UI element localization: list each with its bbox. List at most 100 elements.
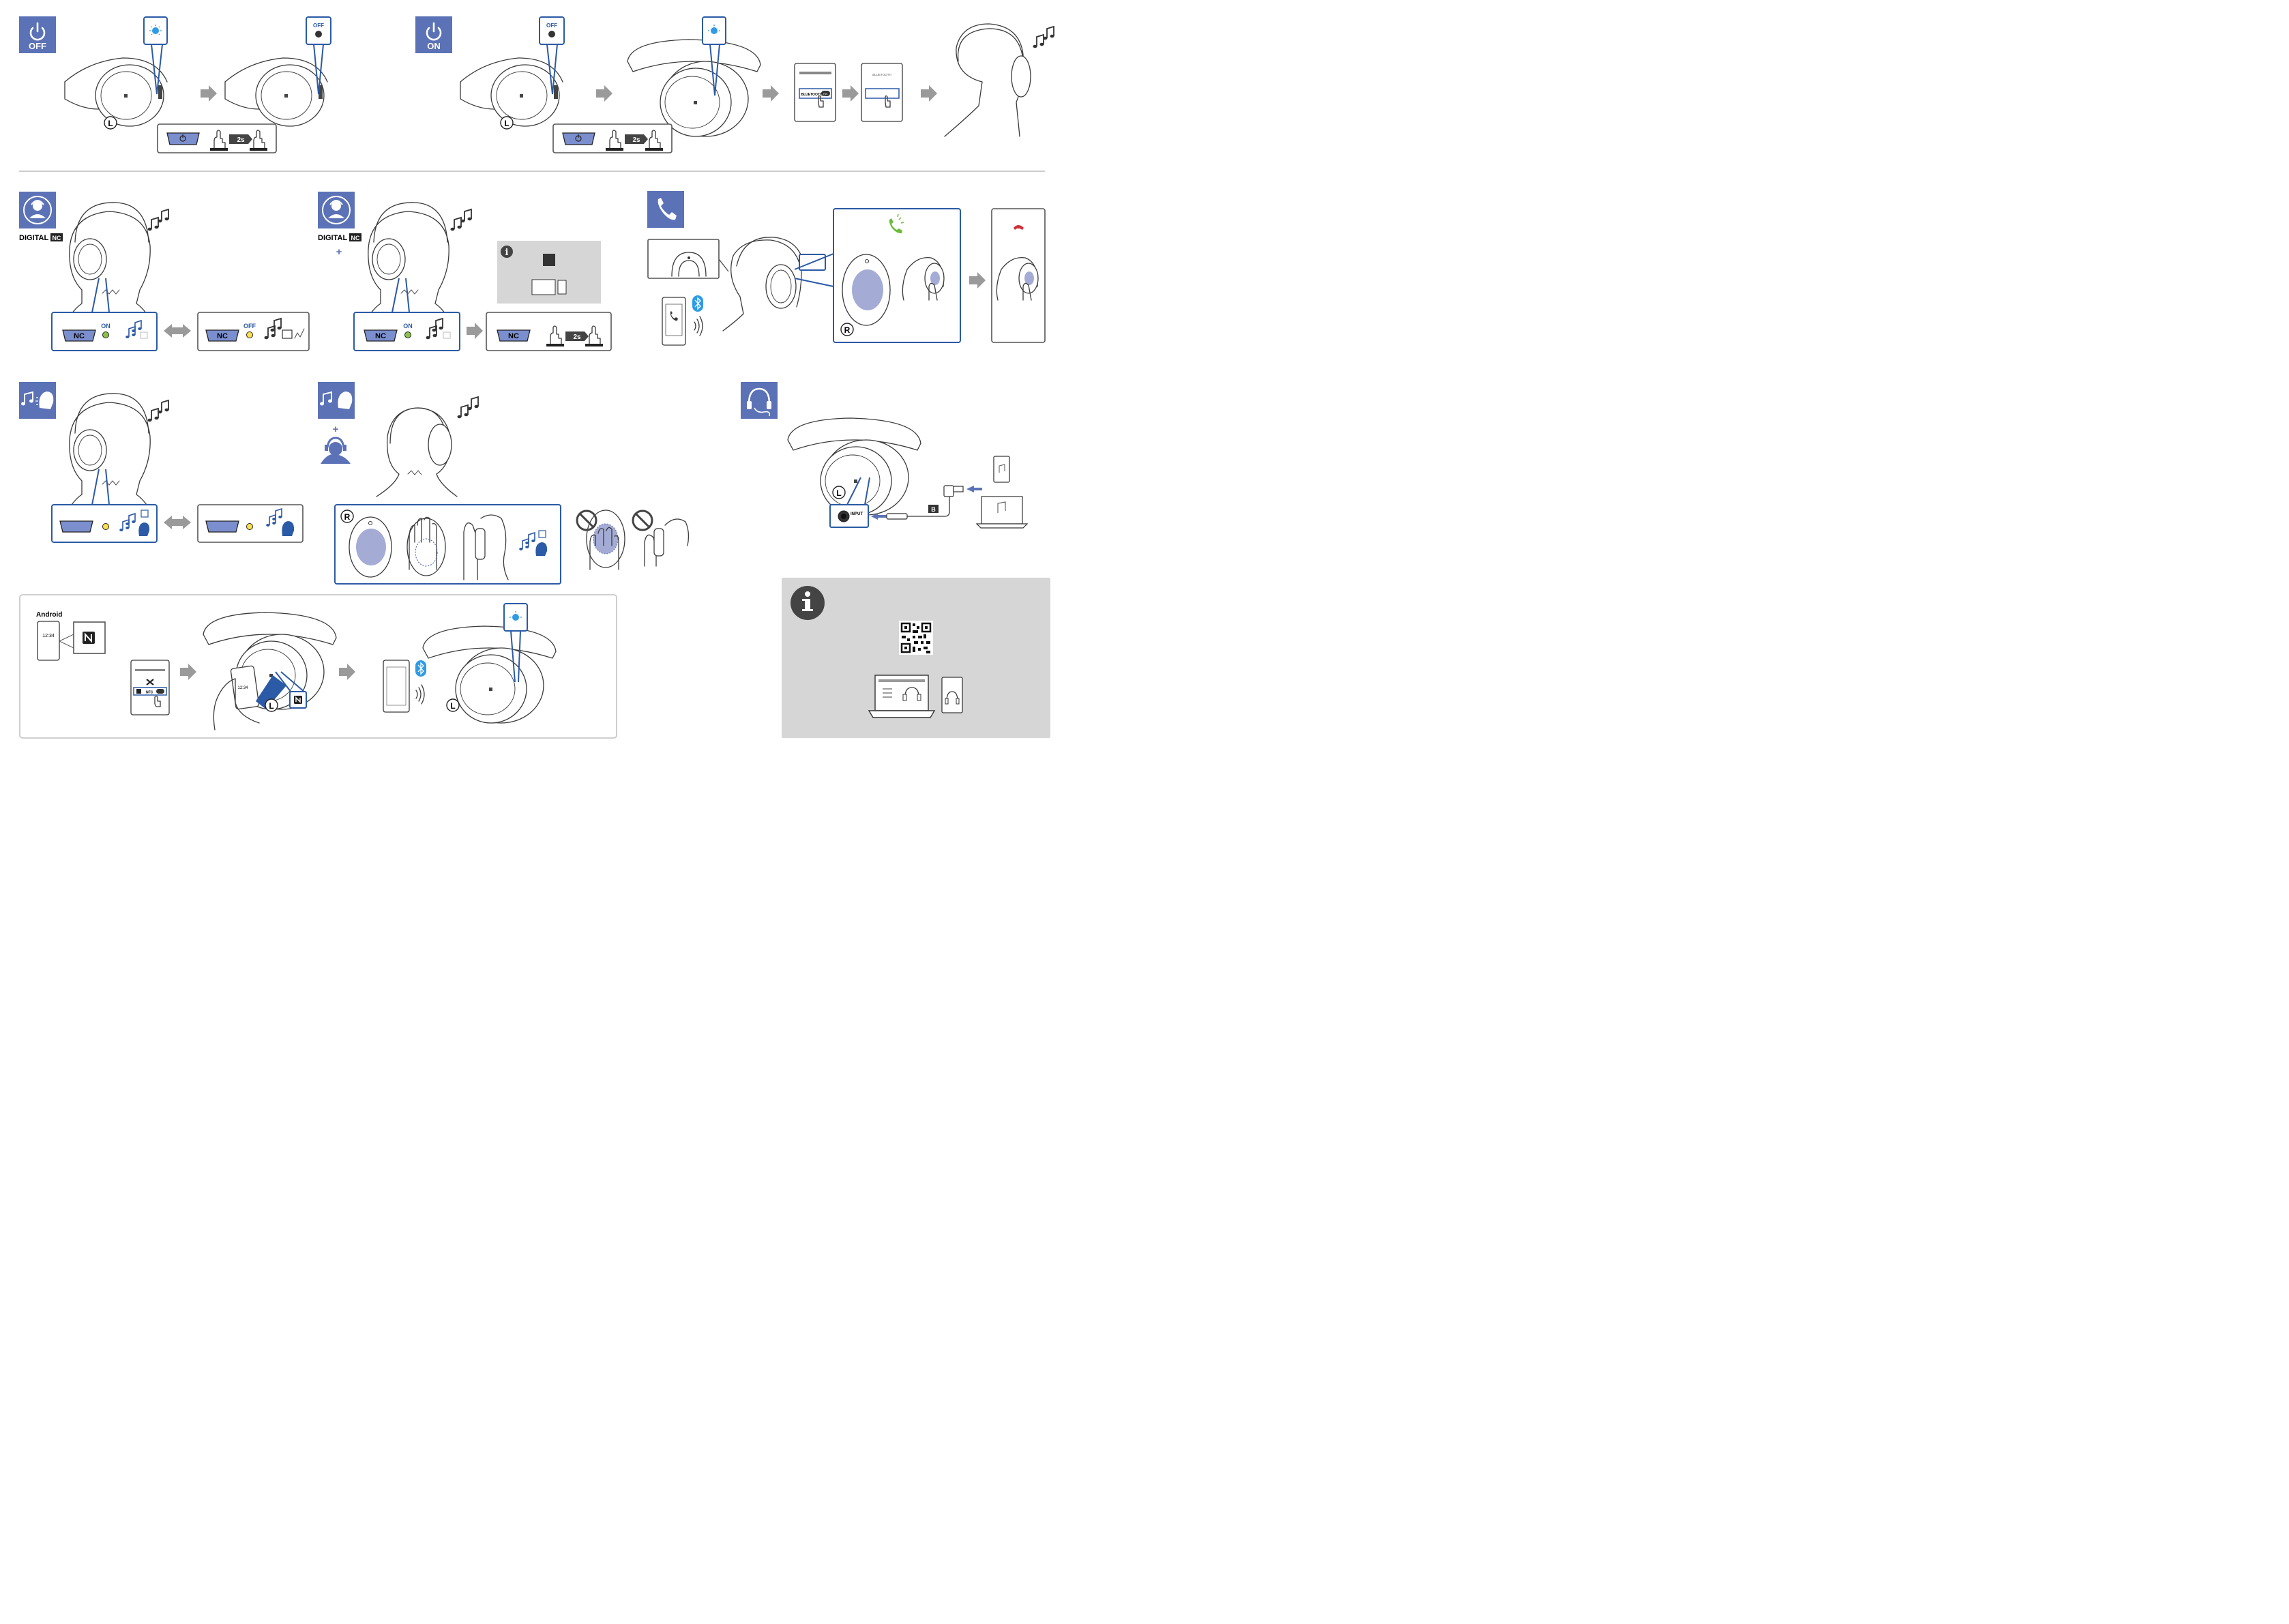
phone-header-label: BLUETOOTH: [872, 73, 891, 76]
noise-cancel-section: DIGITAL NC NC ON NC OFF: [19, 192, 310, 351]
headphone-set-illustration: [627, 39, 761, 137]
prohibited-icon: [632, 510, 653, 531]
power-button-icon: [166, 132, 200, 145]
side-l-label: L: [836, 488, 841, 498]
head-touch-illustration: [902, 256, 945, 301]
power-hold-box: [552, 123, 673, 153]
nc-button-label: NC: [74, 332, 85, 340]
side-r-icon: [340, 510, 354, 523]
phone-time-label: 12:34: [42, 634, 55, 638]
nc-button-label: NC: [508, 332, 519, 340]
prohibited-palm-illustration: [576, 510, 625, 570]
arrow-right-icon: [842, 85, 859, 102]
hold-time-label: 2s: [632, 136, 640, 144]
led-green-icon: [102, 331, 109, 338]
arrow-right-icon: [596, 85, 612, 102]
person-listening-illustration: [944, 23, 1055, 137]
phone-toggle-state: ON: [823, 93, 828, 96]
side-l-icon: [265, 698, 278, 712]
led-yellow-icon: [102, 523, 109, 530]
phone-device: [941, 677, 963, 713]
call-badge: [647, 191, 684, 228]
side-l-label: L: [108, 119, 113, 128]
arrow-right-icon: [763, 85, 779, 102]
touch-sensor-icon: [356, 529, 386, 565]
nc-logo-text: DIGITAL: [19, 234, 48, 242]
led-off-label: OFF: [546, 23, 557, 29]
cable-badge: [741, 382, 778, 419]
power-on-label: ON: [427, 41, 441, 51]
nc-logo-suffix: NC: [53, 235, 61, 241]
hold-time-label: 2s: [573, 334, 581, 341]
nc-button-icon: [205, 329, 239, 342]
hold-timer-icon: [625, 134, 644, 144]
cable-section: L INPUT B: [741, 382, 1029, 529]
info-background: [782, 578, 1050, 738]
info-section: [782, 578, 1050, 738]
prohibited-icon: [576, 510, 597, 531]
side-r-label: R: [344, 512, 351, 522]
head-touch-illustration: [996, 256, 1039, 301]
ambient-button-icon: [205, 520, 239, 533]
quick-attention-section: + R: [318, 382, 690, 585]
headphone-left-earcup: [224, 57, 328, 127]
led-off-label: OFF: [313, 23, 324, 29]
arrow-right-icon: [921, 85, 937, 102]
plus-sign: +: [333, 424, 339, 435]
touch-sensor-icon: [852, 269, 883, 310]
power-on-section: ON OFF L 2s BLUETOOTH ON: [415, 16, 1055, 153]
side-l-label: L: [269, 701, 274, 711]
phone-device: [37, 621, 60, 661]
phone-icon: [557, 280, 567, 295]
side-r-icon: [840, 323, 854, 336]
android-label: Android: [36, 611, 62, 619]
hold-timer-icon: [565, 331, 585, 341]
info-icon: [501, 246, 513, 258]
led-yellow-icon: [246, 523, 253, 530]
input-jack-label: INPUT: [851, 512, 863, 516]
head-with-headphones: [359, 202, 456, 331]
phone-toggle-label: BLUETOOTH: [801, 93, 822, 97]
phone-time-label: 12:34: [237, 686, 248, 690]
phone-device-select: BLUETOOTH: [861, 63, 903, 122]
phone-device: [993, 456, 1010, 483]
hold-time-label: 2s: [237, 136, 245, 144]
call-section: R: [647, 191, 1046, 346]
qr-code-icon: [899, 621, 933, 655]
person-headphones-icon: [321, 437, 351, 464]
led-blue-icon: [711, 27, 718, 34]
nfc-menu-label: NFC: [146, 691, 153, 695]
svg-text:i: i: [505, 248, 509, 258]
side-l-icon: [446, 698, 460, 712]
end-call-box: [991, 208, 1046, 343]
nc-button-icon: [364, 329, 398, 342]
arrow-right-icon: [201, 85, 217, 102]
power-button-icon: [562, 132, 595, 145]
led-blue-icon: [152, 27, 159, 34]
phone-icon: [658, 198, 677, 220]
power-hold-box: [157, 123, 277, 153]
settings-tools-icon: [146, 679, 154, 685]
manual-diagram: OFF L OFF 2s ON OFF L: [19, 16, 1055, 739]
headphone-left-earcup: [460, 57, 563, 127]
prohibited-side-illustration: [632, 510, 690, 567]
hold-timer-icon: [229, 134, 248, 144]
nc-logo-suffix: NC: [351, 235, 360, 241]
nfc-logo-callout: [73, 621, 106, 654]
side-l-label: L: [450, 701, 455, 711]
headphone-set-illustration: [787, 417, 921, 516]
toggle-arrow-icon: [164, 324, 191, 338]
nfc-section: Android 12:34 NFC 12:34 L: [19, 594, 617, 739]
square-icon: [543, 254, 555, 266]
ambient-sound-section: [19, 382, 304, 543]
led-on-label: ON: [403, 323, 413, 329]
nc-logo-text: DIGITAL: [318, 234, 347, 242]
nc-button-icon: [62, 329, 96, 342]
side-palm-illustration: [463, 514, 509, 580]
laptop-icon: [531, 279, 556, 295]
led-yellow-icon: [246, 331, 253, 338]
led-dark-icon: [315, 31, 322, 38]
power-off-label: OFF: [29, 41, 46, 51]
plus-sign: +: [336, 246, 342, 258]
side-l-icon: [832, 486, 846, 499]
